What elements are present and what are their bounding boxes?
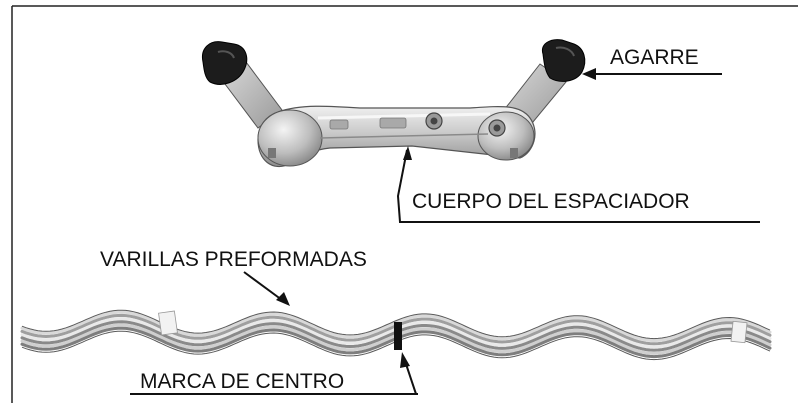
rod-tape-left [158, 310, 178, 336]
label-spacer-body-group: CUERPO DEL ESPACIADOR [396, 146, 760, 223]
spacer-assembly [201, 39, 586, 168]
left-grip [201, 41, 248, 85]
emboss-mark-left [329, 119, 349, 130]
rod-outline-top [21, 309, 771, 340]
label-grip: AGARRE [610, 46, 699, 69]
right-grip [541, 39, 586, 82]
bolt-right [488, 119, 506, 137]
label-preformed-rods: VARILLAS PREFORMADAS [100, 248, 367, 271]
label-spacer-body: CUERPO DEL ESPACIADOR [412, 190, 690, 213]
right-hub [477, 111, 535, 161]
figure-frame [11, 5, 798, 403]
label-center-mark: MARCA DE CENTRO [140, 370, 344, 393]
left-hub [257, 109, 323, 167]
label-preformed-rods-group: VARILLAS PREFORMADAS [100, 248, 367, 306]
center-mark-band [394, 322, 402, 350]
rod-tape-right [730, 320, 748, 344]
emboss-mark-center [379, 117, 407, 129]
label-grip-group: AGARRE [582, 46, 722, 80]
label-center-mark-group: MARCA DE CENTRO [130, 352, 418, 395]
bolt-left [425, 112, 443, 130]
